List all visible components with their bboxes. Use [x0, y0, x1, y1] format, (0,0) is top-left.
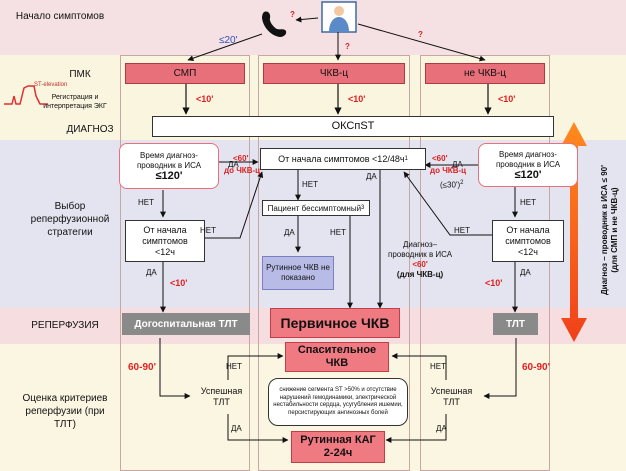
no-rescue-left: НЕТ	[226, 362, 242, 371]
routine-kag-line2: 2-24ч	[323, 447, 353, 459]
no-right-onset: НЕТ	[454, 226, 470, 235]
successful-tlt-right: Успешная ТЛТ	[430, 386, 473, 407]
rescue-pci-box: Спасительное ЧКВ	[285, 342, 389, 372]
center-diag-line3: (для ЧКВ-ц)	[396, 270, 444, 279]
diagnosis-box: ОКСпST	[152, 116, 554, 137]
center-diag-time: <60'	[412, 260, 428, 269]
right-time-limit: ≤120'	[514, 169, 542, 181]
criteria-box: снижение сегмента ST >50% и отсутствие н…	[268, 378, 408, 426]
asymptomatic-sup: 3	[361, 204, 365, 211]
time-30-right: (≤30')2	[440, 178, 464, 191]
no-left-onset: НЕТ	[200, 226, 216, 235]
left-onset-line3: <12ч	[155, 246, 175, 257]
side-line1: Диагноз – проводник в ИСА ≤ 90'	[600, 164, 609, 296]
header-non-pci-center: не ЧКВ-ц	[425, 63, 545, 84]
ecg-st-label: ST-elevation	[34, 82, 68, 88]
left-onset-box: От начала симптомов <12ч	[125, 220, 205, 262]
center-main-text: От начала симптомов <12/48ч	[278, 153, 405, 164]
time-60-left: <60'	[233, 154, 249, 163]
row-label-evaluation: Оценка критериев реперфузии (при ТЛТ)	[22, 393, 108, 430]
side-vertical-text: Диагноз – проводник в ИСА ≤ 90' (для СМП…	[596, 110, 624, 350]
no-asym: НЕТ	[330, 228, 346, 237]
ecg-time-3: <10'	[498, 94, 516, 104]
row-label-reperfusion: РЕПЕРФУЗИЯ	[31, 320, 99, 331]
time-double-arrow	[561, 122, 587, 342]
primary-pci-box: Первичное ЧКВ	[270, 308, 400, 338]
time-30-label: (≤30')	[440, 180, 461, 190]
prehospital-tlt-box: Догоспитальная ТЛТ	[122, 313, 250, 335]
yes-bottom-left: ДА	[231, 424, 242, 433]
no-center-1: НЕТ	[302, 180, 318, 189]
to-pci-left: до ЧКВ-ц	[224, 166, 261, 175]
yes-center-1: ДА	[366, 172, 377, 181]
right-time-line1: Время диагноз-	[499, 150, 557, 159]
row-label-onset: Начало симптомов	[15, 11, 105, 22]
side-line2: (для СМП и не ЧКВ-ц)	[610, 187, 619, 273]
left-onset-line2: симптомов	[142, 235, 188, 246]
yes-left-onset: ДА	[146, 268, 157, 277]
yes-left-top: ДА	[228, 160, 239, 169]
question-3: ?	[418, 30, 423, 39]
row-label-strategy: Выбор реперфузионной стратегии	[30, 201, 110, 238]
to-pci-right: до ЧКВ-ц	[430, 166, 467, 175]
ecg-caption: Регистрация и интерпретация ЭКГ	[43, 94, 107, 110]
question-1: ?	[290, 10, 295, 19]
ecg-time-right-lower: <10'	[485, 278, 503, 288]
left-time-line2: проводник в ИСА	[136, 161, 202, 170]
period-right: 60-90'	[522, 362, 550, 373]
left-onset-line1: От начала	[143, 224, 187, 235]
successful-tlt-left: Успешная ТЛТ	[200, 386, 243, 407]
right-onset-box: От начала симптомов <12ч	[492, 220, 564, 262]
right-onset-line2: симптомов	[505, 235, 551, 246]
row-label-diagnosis: ДИАГНОЗ	[66, 124, 114, 135]
no-right-mid: НЕТ	[520, 198, 536, 207]
header-emergency: СМП	[125, 63, 245, 84]
center-main-sup: 1	[404, 155, 408, 162]
center-diag-line2: проводник в ИСА	[388, 250, 453, 259]
center-diag-line1: Диагноз–	[402, 240, 438, 249]
header-pci-center: ЧКВ-ц	[263, 63, 405, 84]
left-time-limit: ≤120'	[155, 170, 183, 182]
time-60-right: <60'	[432, 154, 448, 163]
question-2: ?	[345, 42, 350, 51]
row-label-fmc: ПМК	[69, 69, 91, 80]
period-left: 60-90'	[128, 362, 156, 373]
call-time-label: ≤20'	[219, 35, 238, 46]
patient-icon	[321, 1, 357, 33]
no-left-mid: НЕТ	[138, 198, 154, 207]
yes-right-top: ДА	[452, 160, 463, 169]
right-time-line2: проводник в ИСА	[495, 160, 561, 169]
asymptomatic-text: Пациент бессимптомный	[267, 203, 362, 213]
yes-asym: ДА	[284, 228, 295, 237]
right-onset-line3: <12ч	[518, 246, 538, 257]
tlt-box: ТЛТ	[493, 313, 538, 335]
band-onset	[0, 0, 626, 55]
ecg-time-1: <10'	[196, 94, 214, 104]
routine-kag-box: Рутинная КАГ 2-24ч	[291, 431, 385, 463]
ecg-time-2: <10'	[348, 94, 366, 104]
ecg-waveform-icon	[4, 85, 48, 105]
left-time-box: Время диагноз- проводник в ИСА ≤120'	[119, 143, 219, 189]
time-30-sup: 2	[460, 180, 464, 186]
yes-right-onset: ДА	[520, 268, 531, 277]
left-time-line1: Время диагноз-	[140, 151, 198, 160]
yes-bottom-right: ДА	[436, 424, 447, 433]
right-time-box: Время диагноз- проводник в ИСА ≤120'	[478, 143, 578, 187]
no-rescue-right: НЕТ	[430, 362, 446, 371]
routine-kag-line1: Рутинная КАГ	[300, 434, 376, 446]
phone-icon	[262, 11, 287, 37]
right-onset-line1: От начала	[506, 224, 550, 235]
routine-not-box: Рутинное ЧКВ не показано	[262, 256, 334, 290]
center-diag-text: Диагноз– проводник в ИСА <60' (для ЧКВ-ц…	[388, 240, 452, 280]
ecg-time-left-lower: <10'	[170, 278, 188, 288]
